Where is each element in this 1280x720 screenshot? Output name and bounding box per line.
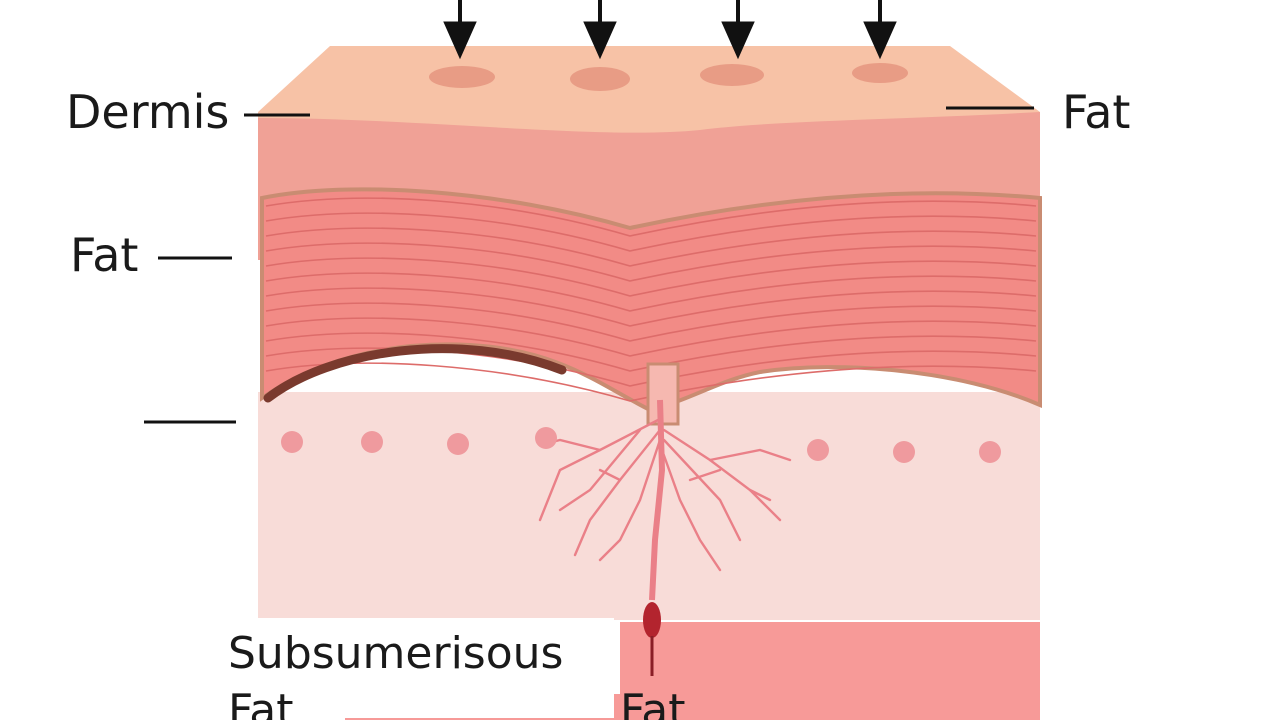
fat-stripe [265,347,1037,387]
pore [852,63,908,83]
fat-stripe [265,197,1037,237]
down-arrow-icon [583,0,617,60]
pore [700,64,764,86]
blood-drop [643,602,661,638]
fat-stripe [265,302,1037,342]
fat-stripe [265,272,1037,312]
fat-cells [281,427,1001,463]
pressure-arrows [443,0,897,60]
leader-lines [144,106,1034,424]
dark-vessel-band [263,344,567,403]
down-arrow-icon [863,0,897,60]
fat-stripe [265,362,1037,402]
label-fat-bottom-left: Fat [228,685,293,720]
fat-layer-stripes [265,197,1037,402]
vessel-stem [649,399,666,601]
fat-stripe [265,227,1037,267]
label-fat-left: Fat [70,228,138,282]
fat-stripe [265,332,1037,372]
fat-stripe [265,212,1037,252]
bottom-block-right [620,622,1040,720]
fat-stripe [265,242,1037,282]
pore [429,66,495,88]
label-subsumerisous: Subsumerisous [228,628,563,679]
fat-stripe [265,287,1037,327]
down-arrow-icon [443,0,477,60]
fat-stripe [265,317,1037,357]
pore [570,67,630,91]
label-fat-bottom-center: Fat [620,685,685,720]
subcutaneous-layer [258,392,1040,620]
fat-stripe [265,257,1037,297]
down-arrow-icon [721,0,755,60]
label-fat-top-right: Fat [1062,85,1130,139]
label-background [222,618,614,718]
label-dermis: Dermis [66,85,229,139]
